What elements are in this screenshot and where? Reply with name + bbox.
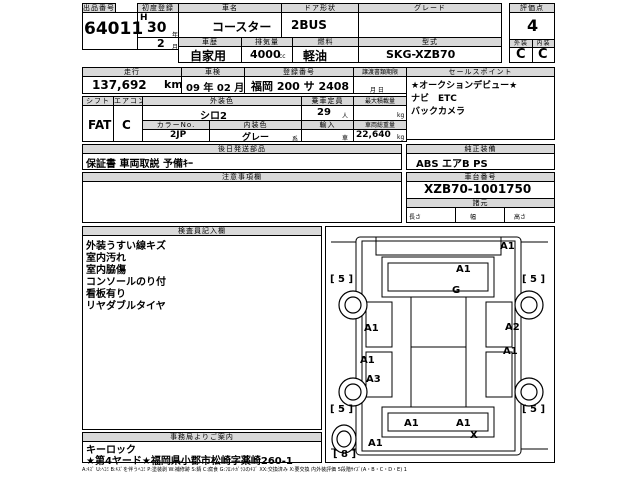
std-value: ABS エアB PS (416, 159, 488, 170)
lot-number: 64011 (84, 19, 144, 39)
mark-a1-rear: A1 (404, 418, 419, 429)
intcolor: グレー (242, 133, 270, 143)
legend: A:ｷｽﾞ U:ﾍｺﾐ B:ｷｽﾞを伴うﾍｺﾐ P:塗装剥 W:補修跡 S:錆 … (82, 467, 407, 473)
capacity-unit: 人 (342, 113, 349, 120)
tire-rear-right: [ 5 ] (522, 404, 546, 415)
car-name: コースター (212, 20, 272, 34)
mark-a1-rear-right: A1 (456, 418, 471, 429)
score: 4 (527, 16, 539, 35)
int-cell (532, 47, 555, 63)
ac: C (122, 118, 131, 132)
grade-cell (358, 12, 502, 38)
inspection-line-3: 室内脇傷 (86, 265, 126, 276)
tire-icons (331, 290, 544, 454)
inspection-line-6: リヤダブルタイヤ (86, 301, 166, 312)
height-cell (504, 207, 555, 223)
parts-cell (82, 153, 402, 170)
year: 30 (147, 20, 167, 36)
width-label: 幅 (470, 214, 477, 221)
model: SKG-XZB70 (386, 48, 456, 61)
height-label: 高さ (514, 214, 527, 221)
tire-spare: [ 8 ] (333, 449, 357, 460)
tire-front-left: [ 5 ] (330, 274, 354, 285)
selling-line-3: バックカメラ (411, 107, 466, 117)
mark-a1-windshield: A1 (456, 264, 471, 275)
weight-cell (353, 129, 407, 142)
import: 車 (342, 135, 349, 142)
usage: 自家用 (190, 49, 227, 63)
tire-rear-left: [ 5 ] (330, 404, 354, 415)
inspect: 09 年 02 月 (186, 83, 245, 94)
std-cell (406, 153, 555, 170)
office-line-2: ★第4ヤード★福岡県小郡市松崎字薬崎260-1 (86, 456, 293, 467)
office-line-1: キーロック (86, 445, 136, 456)
mark-a1-left: A1 (364, 323, 379, 334)
year-unit: 年 (172, 32, 179, 39)
selling-line-1: ★オークションデビュー★ (411, 81, 518, 91)
disp-unit: cc (279, 53, 286, 60)
inspection-cell (82, 235, 322, 430)
inspection-line-1: 外装うすい線キズ (86, 241, 166, 252)
model-cell (358, 46, 502, 63)
door: 2BUS (291, 18, 327, 32)
fuel: 軽油 (303, 49, 328, 63)
int-score: C (538, 47, 548, 62)
inspection-line-4: コンソールのり付 (86, 277, 166, 288)
width-cell (455, 207, 505, 223)
weight: 22,640 (356, 130, 391, 140)
length-label: 長さ (409, 214, 422, 221)
mark-a1-front-right: A1 (500, 241, 515, 252)
inspection-line-5: 看板有り (86, 289, 126, 300)
vehicle-outline-icon (331, 236, 548, 456)
mileage-unit: km (164, 78, 183, 91)
notes-cell (82, 181, 402, 223)
mark-x: X (470, 430, 478, 441)
mark-a1-left-rear: A1 (360, 355, 375, 366)
mark-a1-bottom: A1 (368, 438, 383, 449)
disp: 4000 (250, 48, 281, 61)
chassis-value: XZB70-1001750 (424, 182, 532, 196)
inspection-line-2: 室内汚れ (86, 253, 126, 264)
load-unit: kg (397, 112, 405, 119)
mark-a2-right: A2 (505, 322, 520, 333)
era: H (140, 13, 148, 23)
mileage: 137,692 (92, 78, 147, 92)
office-cell (82, 441, 322, 463)
weight-unit: kg (397, 134, 405, 141)
ext-score: C (516, 47, 526, 62)
mark-a3: A3 (366, 374, 381, 385)
tire-front-right: [ 5 ] (522, 274, 546, 285)
intcolor-note: 系 (292, 136, 299, 143)
damage-diagram (325, 226, 555, 463)
capacity: 29 (317, 107, 331, 118)
parts-value: 保証書 車両取説 予備ｷｰ (86, 159, 193, 170)
color: シロ2 (200, 111, 227, 122)
selling-line-2: ナビ ETC (411, 94, 457, 104)
shift: FAT (88, 118, 112, 132)
month-unit: 月 (172, 44, 179, 51)
mark-g: G (452, 285, 461, 296)
plate: 福岡 200 サ 2408 (251, 80, 350, 93)
transfer: 月 日 (370, 87, 384, 94)
mark-a1-right: A1 (503, 346, 518, 357)
code: 2JP (170, 130, 187, 140)
month: 2 (157, 37, 165, 50)
